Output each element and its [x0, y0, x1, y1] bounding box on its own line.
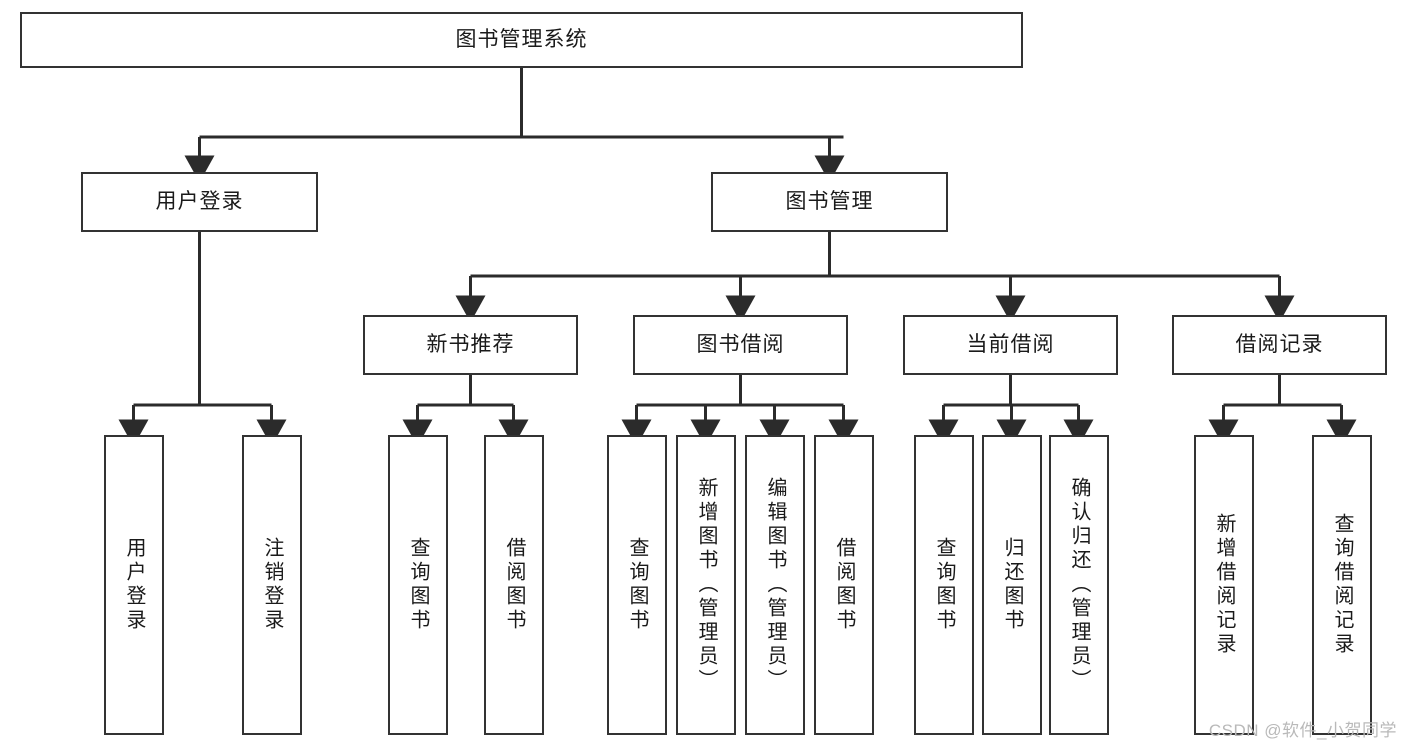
- node-borrow-record[interactable]: 借阅记录: [1172, 315, 1387, 375]
- node-label: 借阅图书: [503, 537, 525, 633]
- node-label: 查询图书: [933, 537, 955, 633]
- node-label: 图书管理: [785, 190, 874, 214]
- node-leaf-confirm-return-admin[interactable]: 确认归还（管理员）: [1049, 435, 1109, 735]
- node-label: 新增借阅记录: [1213, 513, 1235, 657]
- edges-borrowrecord-to-leaves: [1208, 375, 1357, 447]
- node-current-borrow[interactable]: 当前借阅: [903, 315, 1118, 375]
- node-label: 借阅图书: [833, 537, 855, 633]
- edges-currentborrow-to-leaves: [928, 375, 1094, 447]
- node-label: 用户登录: [155, 190, 244, 214]
- node-leaf-query-book-rec[interactable]: 查询图书: [388, 435, 448, 735]
- node-leaf-add-borrow-record[interactable]: 新增借阅记录: [1194, 435, 1254, 735]
- edges-bookborrow-to-leaves: [621, 375, 859, 447]
- node-book-borrow[interactable]: 图书借阅: [633, 315, 848, 375]
- edges-userlogin-to-leaves: [118, 232, 287, 447]
- node-label: 用户登录: [123, 537, 145, 633]
- node-label: 编辑图书（管理员）: [764, 477, 786, 693]
- node-label: 归还图书: [1001, 537, 1023, 633]
- node-label: 新书推荐: [426, 333, 515, 357]
- node-root-system[interactable]: 图书管理系统: [20, 12, 1023, 68]
- node-leaf-query-book-current[interactable]: 查询图书: [914, 435, 974, 735]
- node-leaf-user-login[interactable]: 用户登录: [104, 435, 164, 735]
- node-label: 查询图书: [626, 537, 648, 633]
- edges-newbook-to-leaves: [402, 375, 529, 447]
- node-leaf-add-book-admin[interactable]: 新增图书（管理员）: [676, 435, 736, 735]
- node-book-management-module[interactable]: 图书管理: [711, 172, 948, 232]
- node-user-login-module[interactable]: 用户登录: [81, 172, 318, 232]
- node-leaf-edit-book-admin[interactable]: 编辑图书（管理员）: [745, 435, 805, 735]
- node-leaf-logout[interactable]: 注销登录: [242, 435, 302, 735]
- node-label: 图书管理系统: [455, 28, 588, 52]
- node-label: 借阅记录: [1235, 333, 1324, 357]
- node-new-book-recommend[interactable]: 新书推荐: [363, 315, 578, 375]
- edges-bookmgmt-to-level3: [455, 232, 1295, 323]
- node-leaf-borrow-book-rec[interactable]: 借阅图书: [484, 435, 544, 735]
- node-leaf-return-book[interactable]: 归还图书: [982, 435, 1042, 735]
- node-leaf-borrow-book[interactable]: 借阅图书: [814, 435, 874, 735]
- node-label: 确认归还（管理员）: [1068, 477, 1090, 693]
- watermark-text: CSDN @软件_小贺同学: [1208, 721, 1397, 740]
- node-label: 注销登录: [261, 537, 283, 633]
- node-label: 查询图书: [407, 537, 429, 633]
- node-label: 图书借阅: [696, 333, 785, 357]
- node-label: 新增图书（管理员）: [695, 477, 717, 693]
- node-label: 查询借阅记录: [1331, 513, 1353, 657]
- node-label: 当前借阅: [966, 333, 1055, 357]
- edges-root-to-level2: [184, 68, 845, 183]
- node-leaf-query-borrow-record[interactable]: 查询借阅记录: [1312, 435, 1372, 735]
- node-leaf-query-book-borrow[interactable]: 查询图书: [607, 435, 667, 735]
